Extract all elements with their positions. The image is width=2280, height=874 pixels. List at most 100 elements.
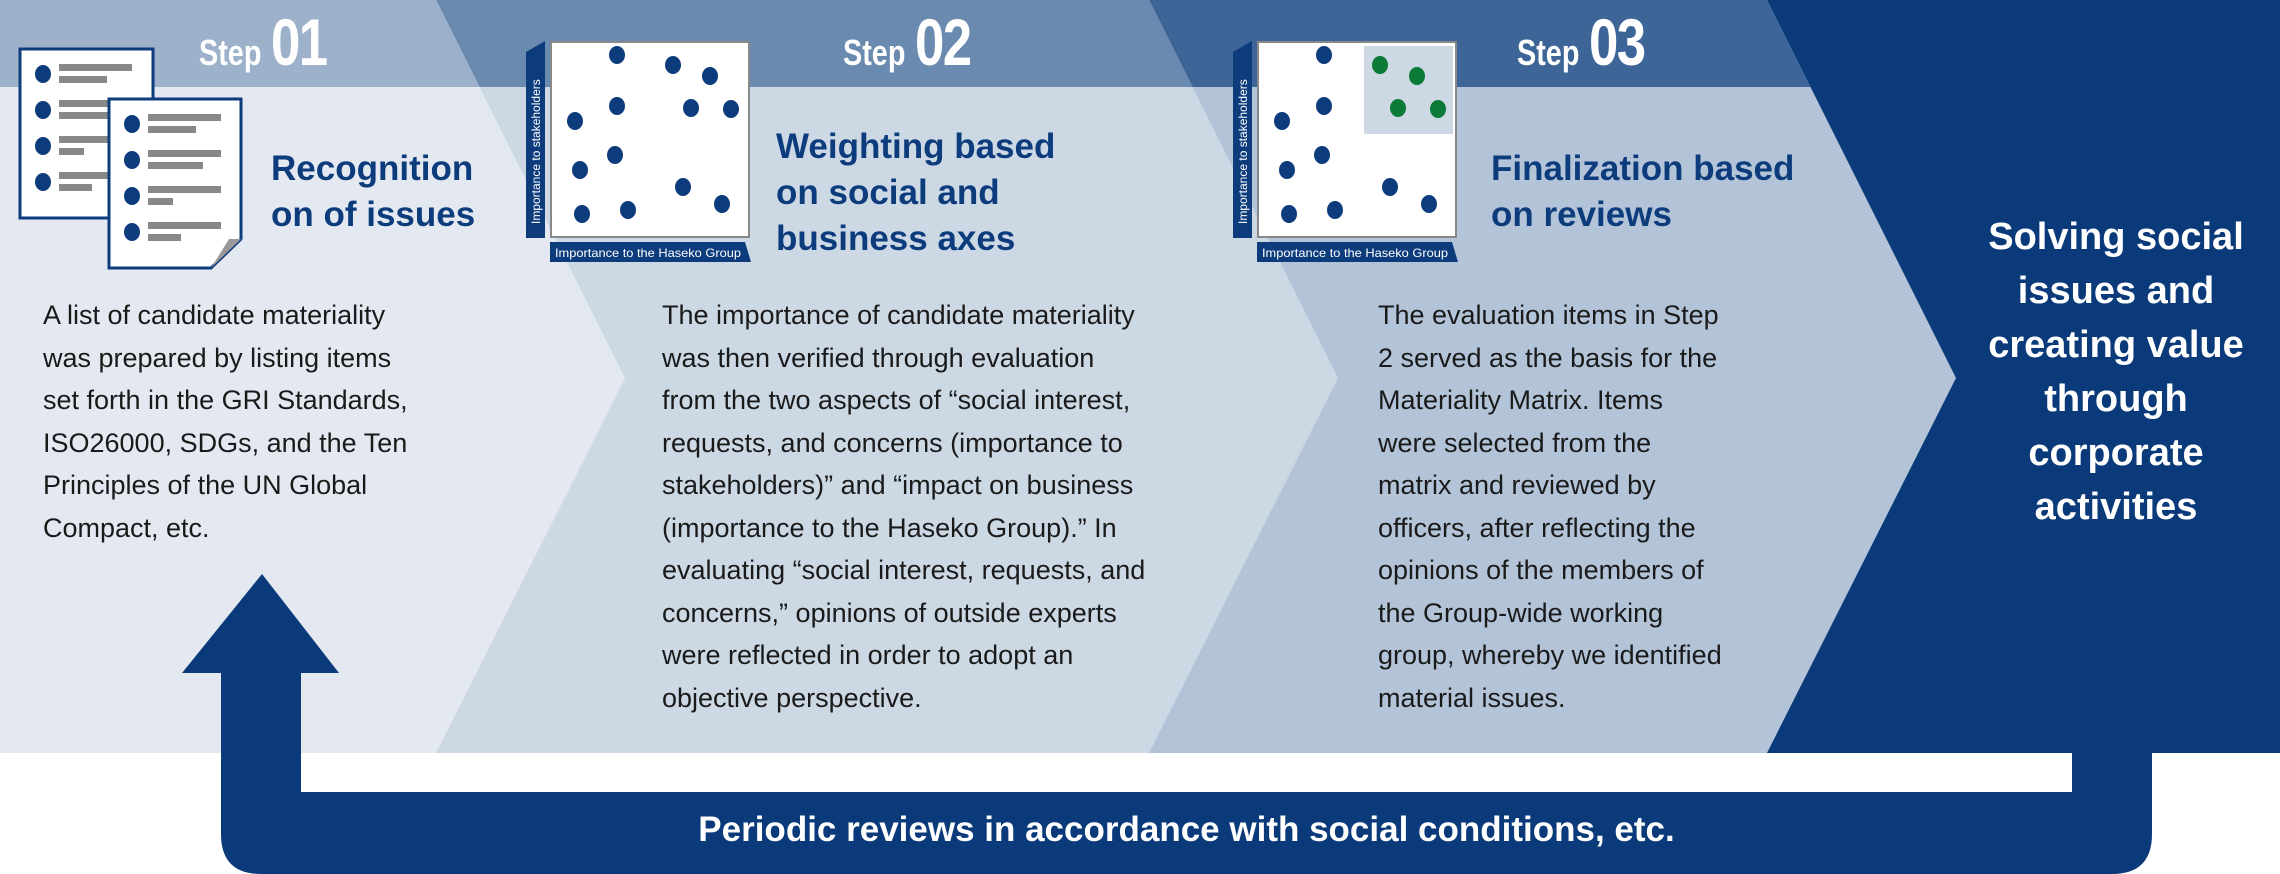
description-line: were selected from the [1378,427,1652,458]
text-line [148,234,181,241]
final-line: through [2044,378,2188,420]
bullet-icon [124,187,140,205]
selected-issue-dot [1372,56,1388,74]
text-line [59,148,84,155]
y-axis-label: Importance to stakeholders [529,79,543,224]
title-line: Weighting based [776,127,1056,166]
description-line: The importance of candidate materiality [662,300,1135,330]
description-line: The evaluation items in Step [1378,300,1719,330]
text-line [59,76,107,83]
step2-description: The importance of candidate materiality w… [662,294,1145,719]
step-word: Step [1517,32,1580,73]
description-line: requests, and concerns (importance to [662,427,1123,458]
text-line [59,64,132,71]
periodic-review-label: Periodic reviews in accordance with soci… [698,810,1675,849]
step1-description: A list of candidate materiality was prepa… [43,294,408,549]
description-line: opinions of the members of [1378,555,1704,585]
description-line: group, whereby we identified [1378,640,1722,670]
description-line: A list of candidate materiality [43,300,386,330]
description-line: Materiality Matrix. Items [1378,385,1664,415]
issue-dot [620,201,636,219]
description-line: set forth in the GRI Standards, [43,385,408,415]
issue-dot [1274,112,1290,130]
text-line [148,222,221,229]
text-line [148,186,221,193]
text-line [148,114,221,121]
x-axis-label: Importance to the Haseko Group [555,246,741,260]
description-line: stakeholders)” and “impact on business [662,470,1134,500]
issue-dot [1279,161,1295,179]
issue-dot [665,56,681,74]
bullet-icon [124,115,140,133]
step-word: Step [199,32,262,73]
description-line: from the two aspects of “social interest… [662,385,1131,415]
return-arrow-icon [182,574,2152,874]
step3-title: Finalization based on reviews [1491,146,1794,238]
x-axis-label: Importance to the Haseko Group [1262,246,1448,260]
text-line [148,198,173,205]
selected-issue-dot [1430,100,1446,118]
x-axis-bar [1257,242,1458,262]
bullet-icon [124,223,140,241]
step1-title: Recognition on of issues [271,146,475,238]
bullet-icon [124,151,140,169]
description-line: objective perspective. [662,682,922,713]
issue-dot [567,112,583,130]
page-fold [211,239,241,268]
step-number: 02 [915,5,972,79]
bullet-icon [35,65,51,83]
issue-dot [609,46,625,64]
issue-dot [1382,178,1398,196]
description-line: evaluating “social interest, requests, a… [662,555,1146,585]
issue-dot [723,100,739,118]
description-line: was prepared by listing items [43,342,392,373]
title-line: Recognition [271,149,474,188]
bullet-icon [35,173,51,191]
description-line: the Group-wide working [1378,597,1664,628]
description-line: was then verified through evaluation [662,342,1095,373]
issue-dot [1316,97,1332,115]
y-axis-label: Importance to stakeholders [1236,79,1250,224]
description-line: ISO26000, SDGs, and the Ten [43,427,408,458]
text-line [59,184,92,191]
selected-issue-dot [1390,99,1406,117]
description-line: material issues. [1378,682,1566,713]
final-line: corporate [2028,432,2204,474]
y-axis-bar [1233,41,1252,238]
text-line [59,100,132,107]
issue-dot [572,161,588,179]
issue-dot [609,97,625,115]
text-line [148,162,203,169]
final-line: activities [2034,486,2198,528]
title-line: Finalization based [1491,149,1795,188]
text-line [59,172,132,179]
bullet-icon [35,101,51,119]
issue-dot [675,178,691,196]
step-word: Step [843,32,906,73]
final-line: creating value [1988,324,2244,366]
title-line: business axes [776,219,1016,258]
issue-dot [714,195,730,213]
issue-dot [702,67,718,85]
issue-dot [1316,46,1332,64]
text-line [148,150,221,157]
issue-dot [574,205,590,223]
description-line: matrix and reviewed by [1378,470,1656,500]
step-number: 03 [1589,5,1646,79]
issue-dot [1314,146,1330,164]
title-line: on social and [776,173,1000,212]
text-line [148,126,196,133]
text-line [59,136,132,143]
issue-dot [1421,195,1437,213]
description-line: (importance to the Haseko Group).” In [662,512,1117,543]
document-list-icon [18,47,243,270]
description-line: were reflected in order to adopt an [662,640,1074,670]
